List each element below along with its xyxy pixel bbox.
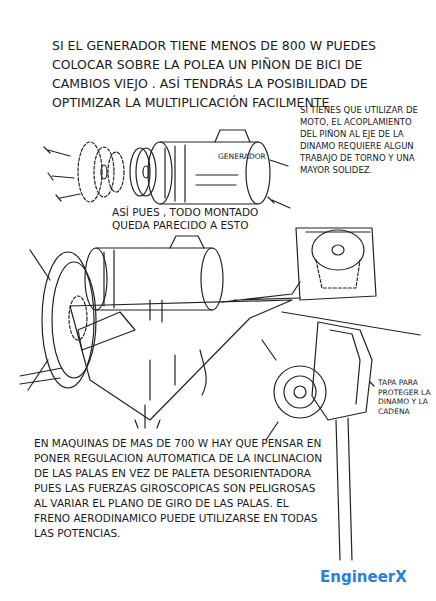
inset-generator — [296, 228, 376, 300]
assembly-note: ASÍ PUES , TODO MONTADO QUEDA PARECIDO A… — [112, 206, 292, 232]
screws — [268, 160, 290, 208]
screws — [44, 147, 80, 201]
chain — [78, 312, 135, 350]
assembled-machine — [20, 236, 300, 428]
sprockets — [78, 142, 124, 202]
part-name: GENERADOR — [218, 152, 298, 161]
generator-body — [148, 130, 270, 204]
frame-plate — [70, 300, 292, 420]
intro-note: SI EL GENERADOR TIENE MENOS DE 800 W PUE… — [52, 36, 402, 112]
watermark: EngineerX — [320, 568, 430, 586]
side-note: SI TIENES QUE UTILIZAR DE MOTO, EL ACOPL… — [300, 104, 428, 176]
tail-boom — [282, 312, 420, 335]
exploded-generator — [44, 130, 290, 208]
cover-note: TAPA PARA PROTEGER LA DINAMO Y LA CADENA — [378, 378, 432, 416]
leader-line — [370, 382, 374, 386]
rotor-hub — [274, 366, 326, 418]
mast — [135, 405, 160, 428]
cover — [312, 322, 372, 420]
pulley — [130, 148, 156, 196]
mast — [336, 418, 352, 560]
generator-body — [85, 236, 223, 322]
tail-boom — [222, 282, 300, 302]
regulation-note: EN MAQUINAS DE MAS DE 700 W HAY QUE PENS… — [34, 436, 326, 541]
